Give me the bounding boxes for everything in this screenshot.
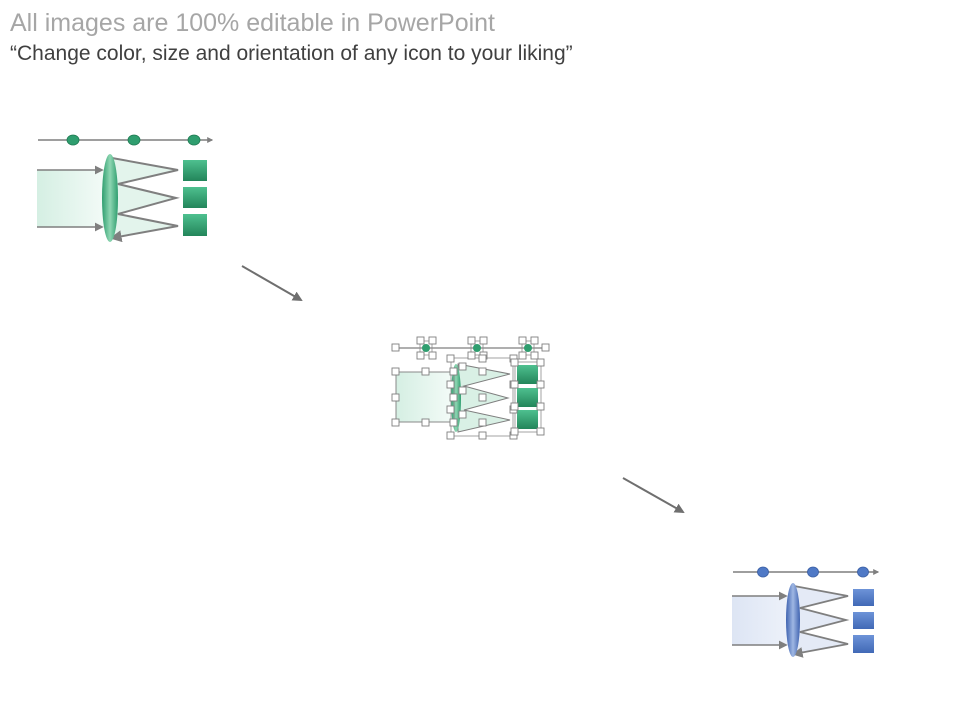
lens-focus-edit-handles-icon: [391, 336, 550, 440]
step-arrow-icon: [241, 265, 303, 301]
slide-heading: All images are 100% editable in PowerPoi…: [10, 9, 495, 37]
step-arrow-icon: [622, 477, 685, 513]
lens-focus-blue-icon: [732, 566, 880, 658]
slide-subheading: “Change color, size and orientation of a…: [10, 42, 573, 65]
lens-focus-green-icon: [37, 134, 214, 243]
